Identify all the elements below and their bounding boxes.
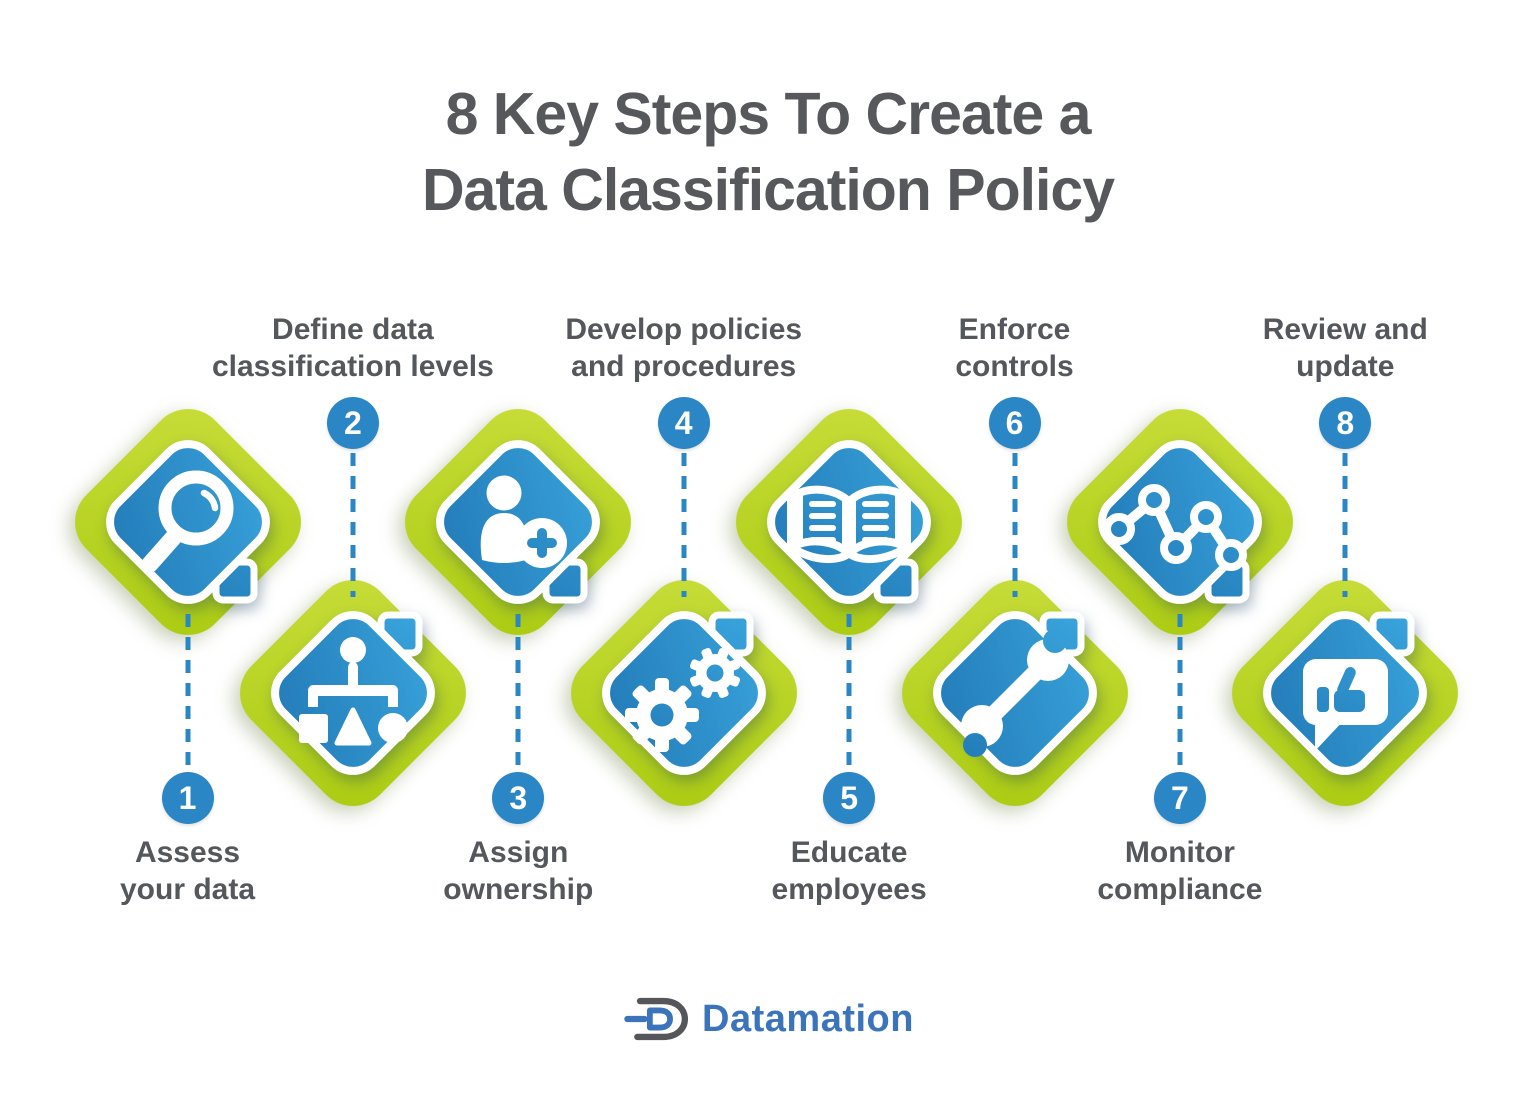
step-label: Assign ownership [443,836,594,906]
brand-footer: Datamation [622,990,914,1048]
step-label: Define data classification levels [211,313,494,383]
dashed-connector [185,614,190,766]
step-number-badge: 8 [1319,397,1372,449]
step-number-badge: 5 [823,772,876,824]
thumbs-up-bubble-icon [1303,659,1389,751]
step-label: Assess your data [119,836,256,906]
step-diamond [239,580,466,806]
dashed-connector [350,453,356,597]
step-diamond [1066,409,1293,635]
dashed-connector [681,453,687,597]
step-number-badge: 4 [657,397,710,449]
step-label: Monitor compliance [1097,836,1263,906]
step-diamond [570,580,797,806]
step-number-badge: 6 [988,397,1041,449]
step-label: Develop policies and procedures [565,313,803,383]
wrench-icon [960,629,1069,757]
step-diamond [901,580,1128,806]
step-label: Enforce controls [955,313,1074,383]
gears-icon [624,647,740,752]
dashed-connector [1342,453,1348,597]
dashed-connector [846,614,852,766]
line-chart-icon [1102,484,1247,571]
open-book-icon [787,485,912,564]
step-diamond [405,409,632,635]
step-diamond [74,409,301,635]
step-label: Educate employees [771,836,927,906]
step-number-badge: 7 [1153,772,1206,824]
magnifier-icon [141,470,233,573]
dashed-connector [1012,453,1017,597]
step-label: Review and update [1262,313,1428,383]
step-number-badge: 3 [492,772,545,824]
step-diamond [1232,580,1459,806]
add-user-icon [481,475,568,568]
step-number-badge: 2 [326,397,379,449]
step-diamond [736,409,963,635]
hierarchy-icon [298,637,408,746]
step-number-badge: 1 [161,772,214,824]
datamation-logo-icon [624,997,689,1041]
page-title: 8 Key Steps To Create a Data Classificat… [0,76,1536,228]
dashed-connector [515,614,521,766]
brand-name: Datamation [702,997,914,1040]
dashed-connector [1177,614,1183,766]
page-title-line2: Data Classification Policy [421,157,1115,223]
page-title-line1: 8 Key Steps To Create a [445,81,1092,147]
